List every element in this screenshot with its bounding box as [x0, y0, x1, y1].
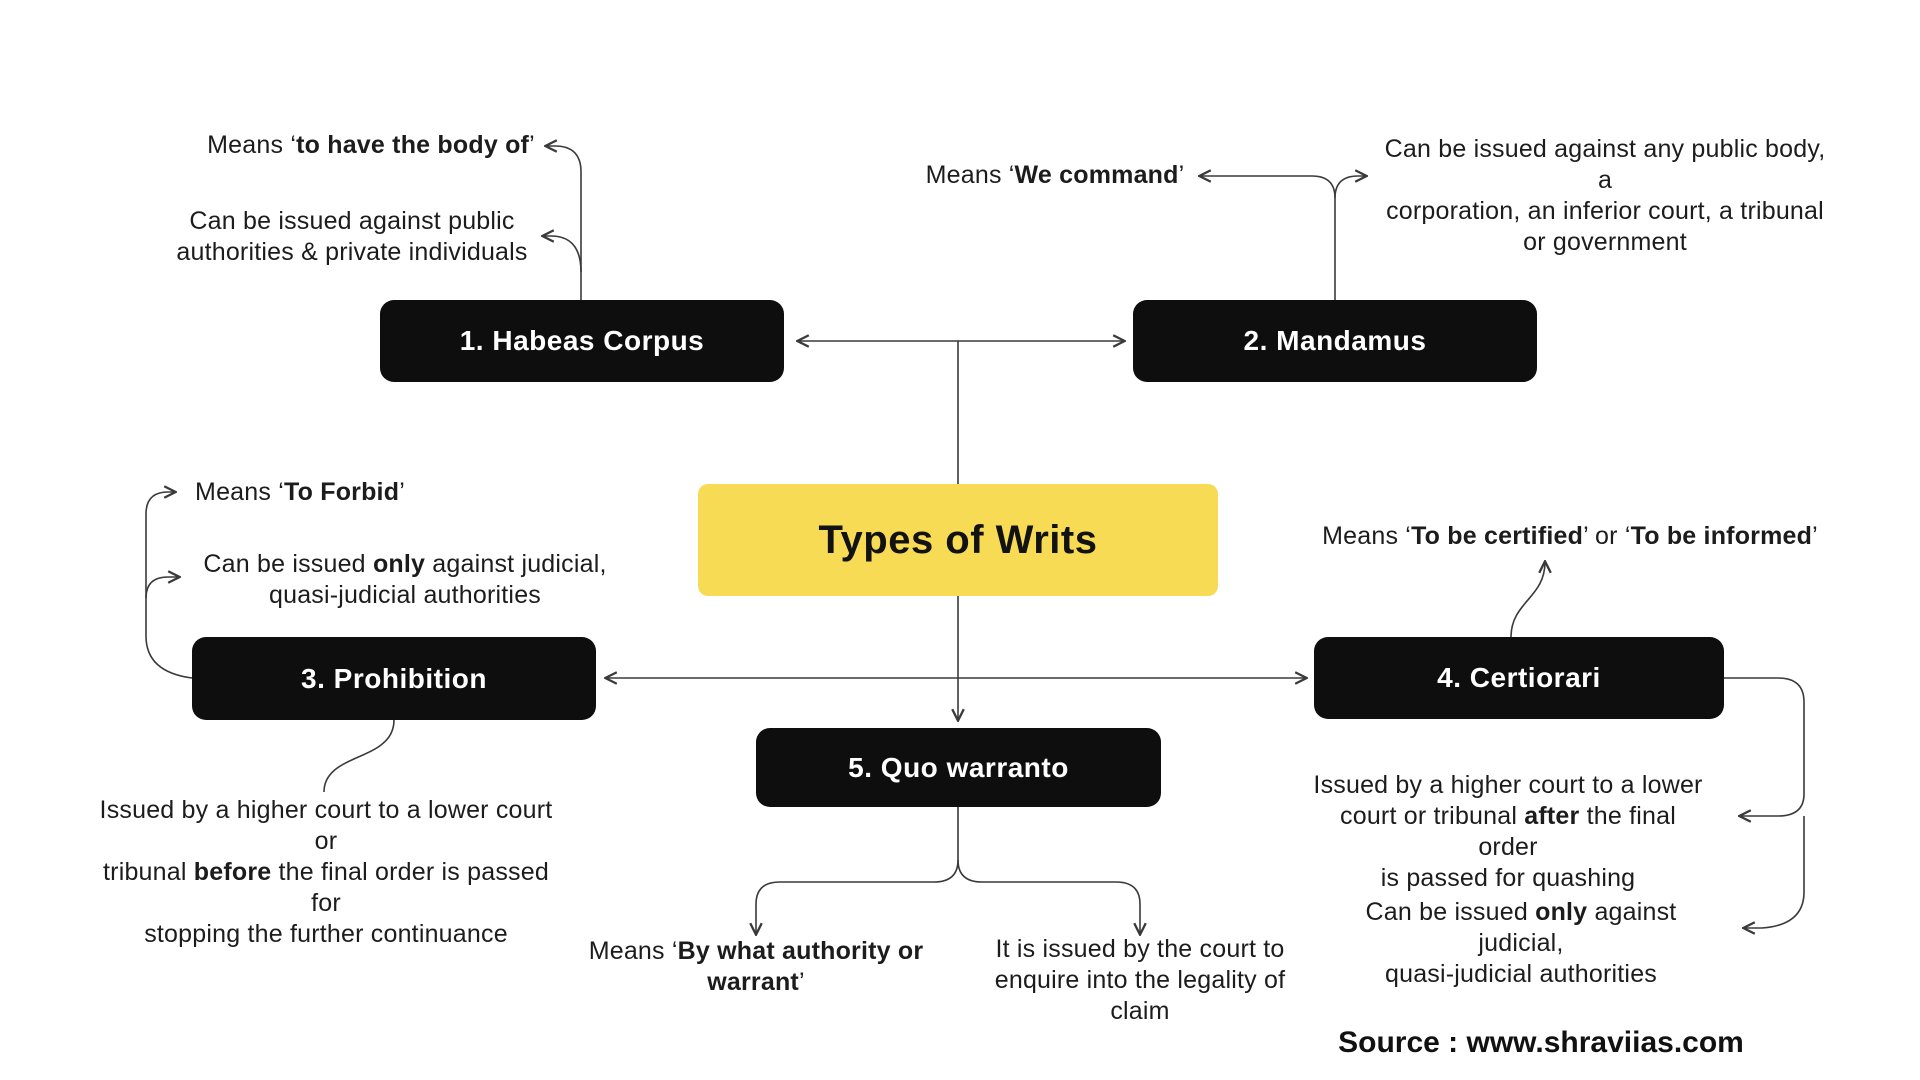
annotation-prohibition-issue: Can be issued only against judicial, qua… — [203, 550, 607, 609]
annotation-habeas-issue: Can be issued against public authorities… — [176, 207, 528, 266]
annotation-certiorari-note1: Issued by a higher court to a lower cour… — [1313, 771, 1703, 892]
node-quo-warranto: 5. Quo warranto — [756, 728, 1161, 807]
node-mandamus: 2. Mandamus — [1133, 300, 1537, 382]
node-habeas-corpus-label: 1. Habeas Corpus — [459, 325, 705, 356]
connector-habeas-issue — [543, 236, 582, 273]
connector-quo-note — [957, 859, 1140, 934]
annotation-habeas-meaning: Means ‘to have the body of’ — [207, 131, 535, 159]
annotation-prohibition-note: Issued by a higher court to a lower cour… — [99, 796, 553, 948]
node-habeas-corpus: 1. Habeas Corpus — [380, 300, 784, 382]
connector-habeas-meaning — [546, 146, 582, 300]
connector-prohibition-meaning — [145, 492, 193, 679]
connector-certiorari-note2 — [1744, 816, 1805, 928]
node-prohibition: 3. Prohibition — [192, 637, 596, 720]
connector-mandamus-issue — [1334, 176, 1366, 199]
node-certiorari: 4. Certiorari — [1314, 637, 1724, 719]
connector-mandamus-meaning — [1200, 176, 1336, 300]
annotation-prohibition-meaning: Means ‘To Forbid’ — [195, 478, 405, 506]
annotation-quo-note: It is issued by the court to enquire int… — [994, 935, 1286, 1025]
annotation-quo-meaning: Means ‘By what authority or warrant’ — [588, 937, 924, 996]
connector-prohibition-note — [323, 719, 395, 793]
node-quo-warranto-label: 5. Quo warranto — [848, 751, 1069, 783]
connector-prohibition-issue — [145, 577, 179, 599]
node-certiorari-label: 4. Certiorari — [1437, 662, 1601, 693]
annotation-mandamus-meaning: Means ‘We command’ — [925, 161, 1185, 189]
node-mandamus-label: 2. Mandamus — [1243, 325, 1427, 356]
central-topic-label: Types of Writs — [818, 517, 1098, 562]
annotation-certiorari-note2: Can be issued only against judicial, qua… — [1365, 898, 1677, 988]
source-credit: Source : www.shraviias.com — [1338, 1026, 1744, 1059]
annotation-mandamus-issue: Can be issued against any public body, a… — [1384, 135, 1826, 256]
connector-quo-meaning — [756, 807, 959, 934]
annotation-certiorari-meaning: Means ‘To be certified’ or ‘To be inform… — [1322, 522, 1818, 550]
connector-certiorari-meaning — [1510, 562, 1545, 638]
node-prohibition-label: 3. Prohibition — [301, 662, 487, 694]
connector-certiorari-note1 — [1724, 677, 1805, 816]
central-topic: Types of Writs — [698, 484, 1218, 596]
